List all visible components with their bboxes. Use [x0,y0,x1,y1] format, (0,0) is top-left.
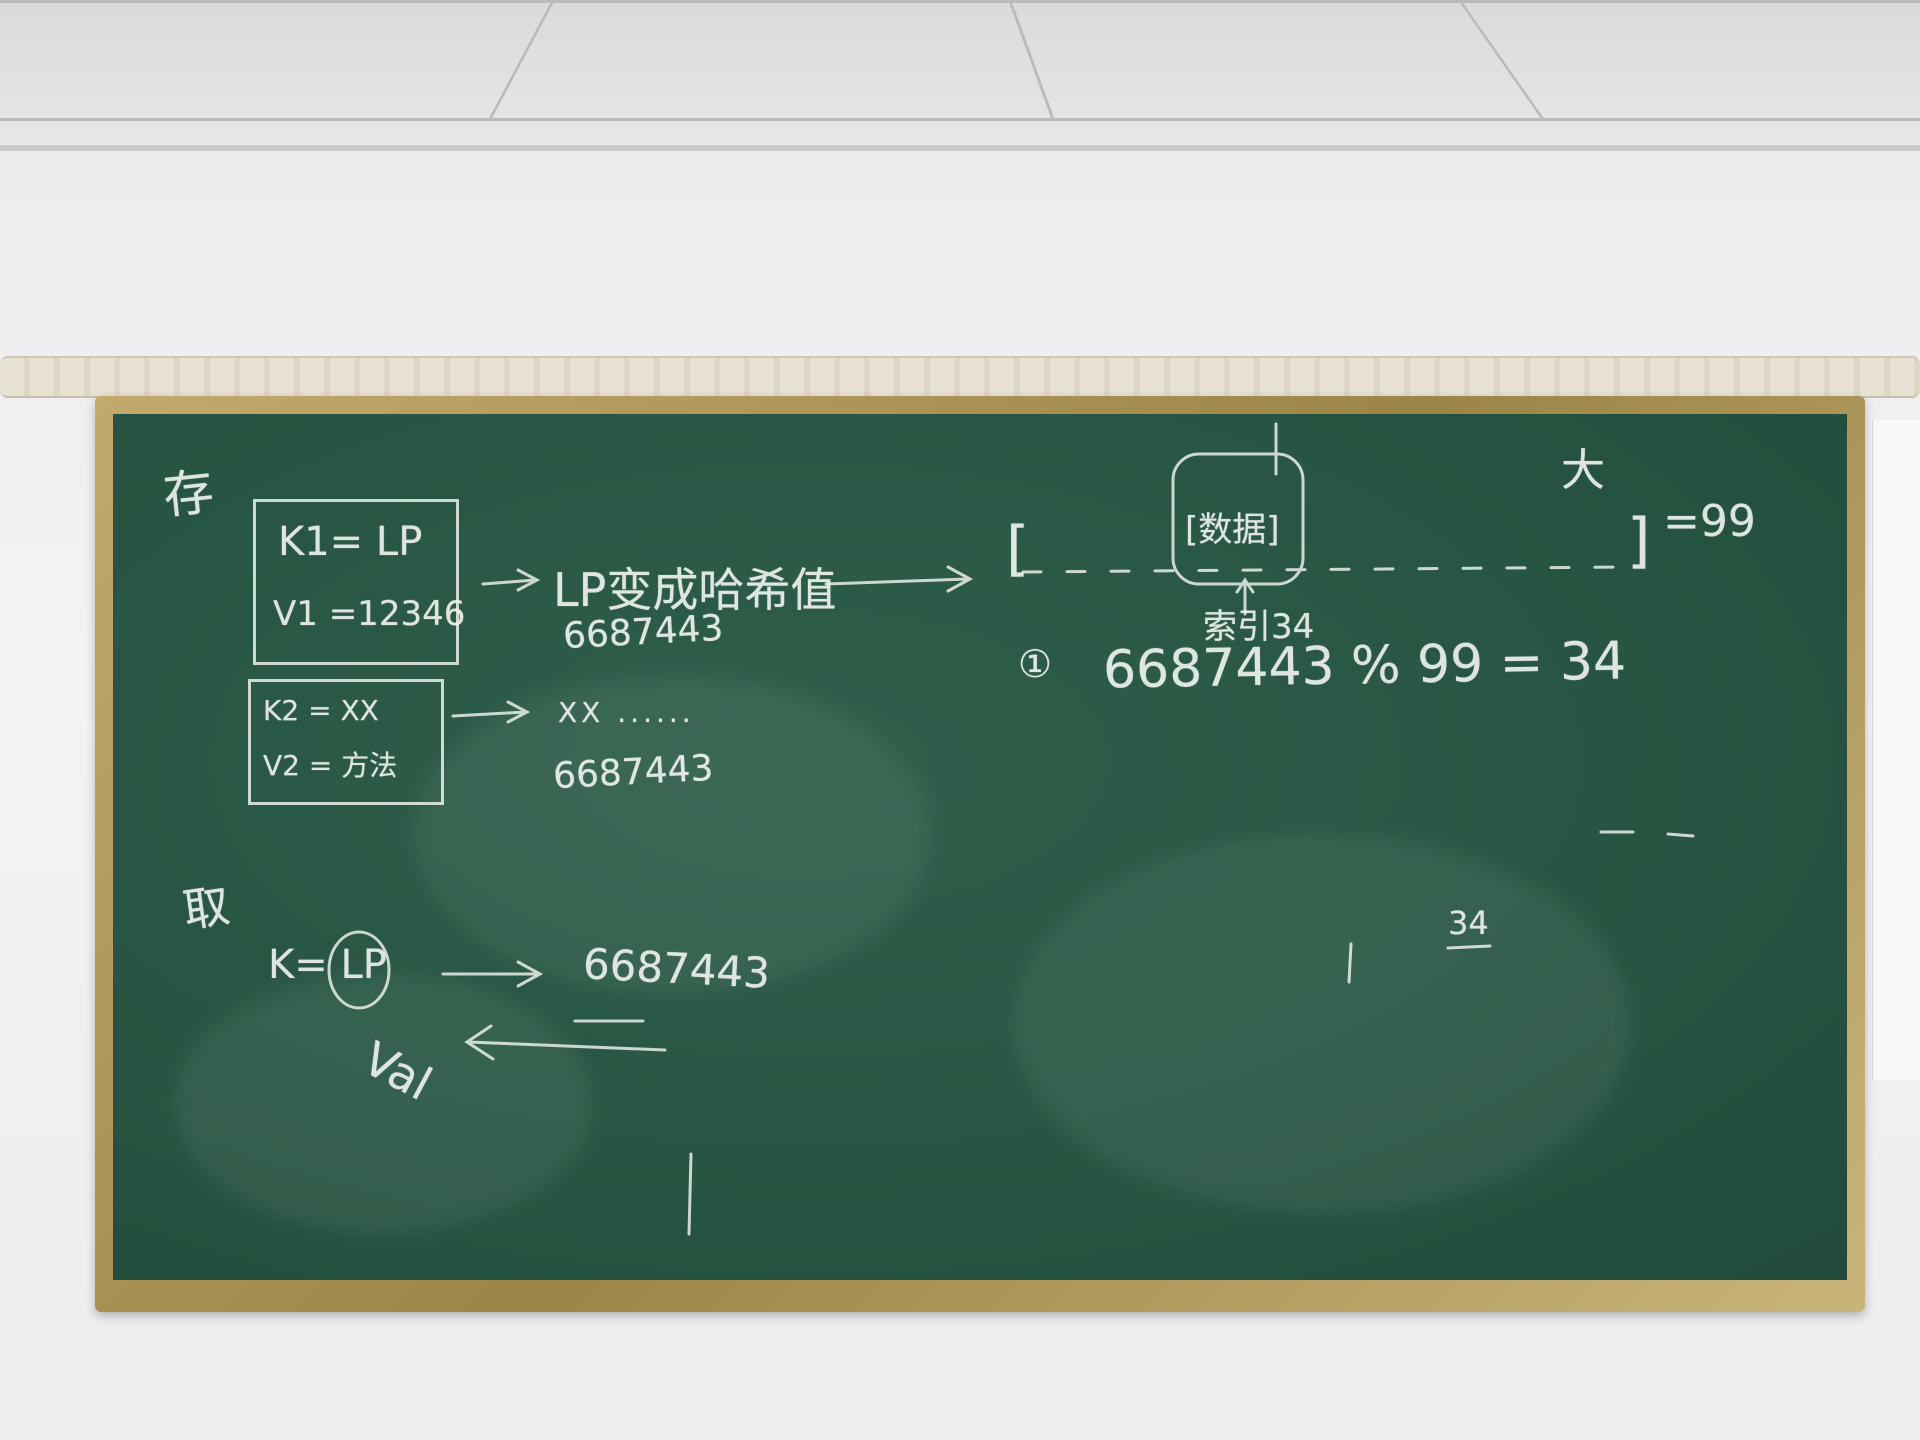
index-label: 索引34 [1203,607,1315,647]
k1-v1-box [253,499,459,665]
array-size-text: =99 [1663,496,1756,547]
v2-text: V2 = 方法 [263,749,398,782]
k2-v2-box [248,679,444,805]
step-number: ① [1018,642,1053,686]
v1-text: V1 =12346 [273,594,466,634]
array-cell: [数据] [1185,510,1280,550]
hash-value-2: 6687443 [552,747,715,798]
k2-text: K2 = XX [263,694,379,727]
label-big: 大 [1561,445,1605,496]
array-bracket-right: ] [1627,506,1651,576]
chalkboard-cover-roll [0,356,1920,398]
array-bracket-left: [ [1006,514,1030,584]
chalk-strokes [327,422,1695,1236]
ceiling [0,0,1920,151]
label-store: 存 [160,462,217,526]
k1-text: K1= LP [278,519,423,565]
label-fetch: 取 [179,878,233,938]
chalkboard: 存 K1= LP V1 =12346 LP变成哈希值 6687443 K2 = … [113,414,1847,1280]
lp-to-hash-text: LP变成哈希值 [553,563,837,617]
chalkboard-frame: 存 K1= LP V1 =12346 LP变成哈希值 6687443 K2 = … [95,396,1865,1312]
hash-value-1: 6687443 [562,607,725,658]
k-lp-text: K= LP [268,942,387,988]
number-34: 34 [1448,904,1489,942]
xx-text: XX ...... [558,696,695,729]
modulo-equation: 6687443 % 99 = 34 [1102,631,1627,701]
hash-value-3: 6687443 [581,939,772,998]
wall-paper-notice [1872,420,1920,1080]
